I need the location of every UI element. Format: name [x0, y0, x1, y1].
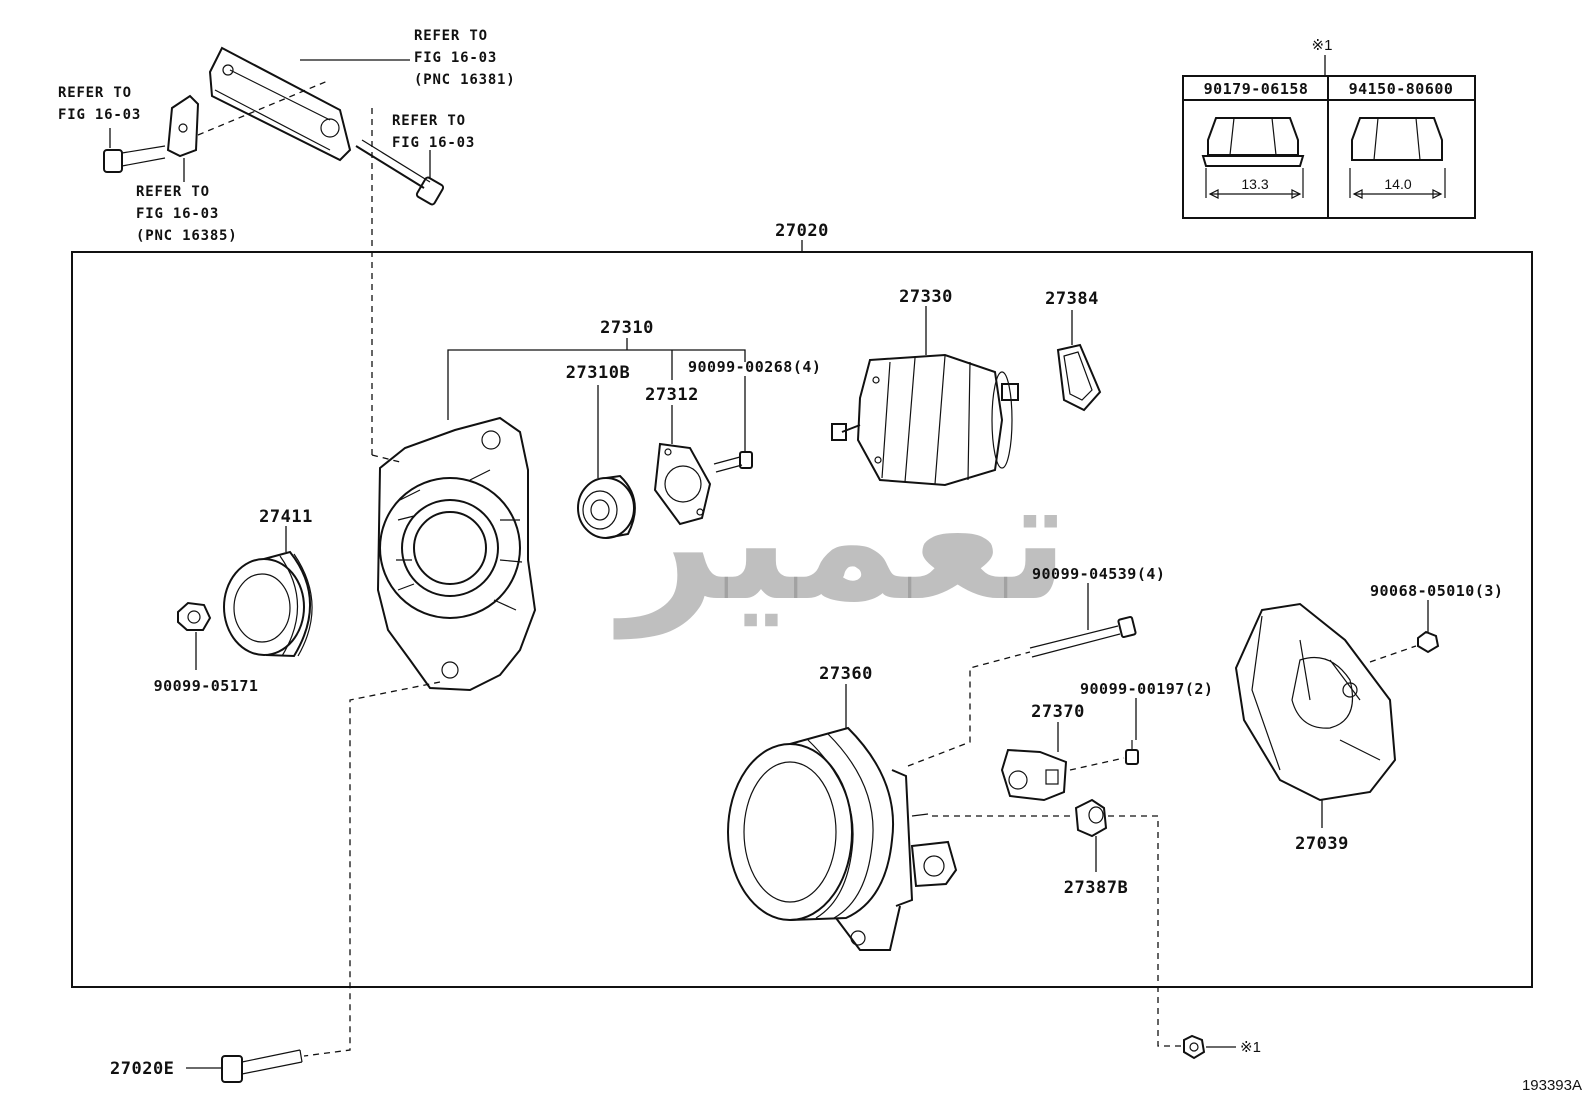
- label-27387b: 27387B: [1064, 878, 1128, 898]
- label-27411: 27411: [259, 507, 313, 527]
- bearing: [577, 474, 636, 539]
- terminal-nut-mark: ※1: [1240, 1039, 1261, 1056]
- flange-nut-2-icon: [1351, 117, 1443, 161]
- label-27384: 27384: [1045, 289, 1099, 309]
- long-pivot-bolt: [355, 139, 445, 206]
- label-90099-00197: 90099-00197(2): [1080, 680, 1213, 698]
- label-27370: 27370: [1031, 702, 1085, 722]
- label-27020: 27020: [775, 221, 829, 241]
- ref-bolt-line1: REFER TO: [392, 113, 466, 129]
- label-27310: 27310: [600, 318, 654, 338]
- label-27020e: 27020E: [110, 1059, 174, 1079]
- ref-top-line1: REFER TO: [414, 28, 488, 44]
- mounting-bolt-dashed-link: [303, 681, 441, 1057]
- bracket-bolt-left: [103, 145, 166, 173]
- ref-bracket-line1: REFER TO: [136, 184, 210, 200]
- brush-holder: [1000, 748, 1068, 802]
- label-90068-05010: 90068-05010(3): [1370, 582, 1503, 600]
- brush-holder-screw: [1125, 740, 1139, 765]
- bracket-to-frame-dash-end: [371, 454, 401, 463]
- screw-dashed-link: [1069, 757, 1125, 771]
- small-bracket: [166, 94, 200, 158]
- ref-bracket-line2: FIG 16-03: [136, 206, 219, 222]
- label-27039: 27039: [1295, 834, 1349, 854]
- note-table-col2-dim: 14.0: [1384, 176, 1411, 192]
- cover-nut: [1417, 630, 1440, 654]
- adjusting-bar-bracket: [208, 46, 352, 162]
- mounting-bolt: [221, 1049, 303, 1083]
- note-table-col1-part: 90179-06158: [1204, 80, 1309, 98]
- bearing-retainer-plate: [653, 442, 712, 526]
- ref-bolt-line2: FIG 16-03: [392, 135, 475, 151]
- ref-bracket-line3: (PNC 16385): [136, 228, 238, 244]
- ref-left-line1: REFER TO: [58, 85, 132, 101]
- note-table-col1-dim: 13.3: [1241, 176, 1268, 192]
- label-90099-00268: 90099-00268(4): [688, 358, 821, 376]
- retainer-screw: [713, 451, 753, 473]
- leader-27310-bracket: [447, 349, 746, 420]
- label-90099-05171: 90099-05171: [154, 677, 259, 695]
- ref-top-line3: (PNC 16381): [414, 72, 516, 88]
- flange-nut-1-icon: [1207, 117, 1299, 156]
- figure-code: 193393A: [1522, 1077, 1582, 1094]
- pulley-nut: [177, 601, 212, 631]
- pulley: [223, 550, 313, 658]
- terminal-nut: [1183, 1034, 1206, 1060]
- label-27360: 27360: [819, 664, 873, 684]
- label-27310b: 27310B: [566, 363, 630, 383]
- terminal-to-nut-dash: [1108, 815, 1182, 1047]
- terminal-bush: [1074, 798, 1108, 838]
- ref-left-line2: FIG 16-03: [58, 107, 141, 123]
- label-90099-04539: 90099-04539(4): [1032, 565, 1165, 583]
- bolt-dashed-link: [907, 651, 1031, 767]
- label-27312: 27312: [645, 385, 699, 405]
- cover-nut-dashed-link: [1369, 645, 1417, 663]
- through-bolt: [1029, 615, 1137, 658]
- note-table-mark: ※1: [1312, 37, 1333, 54]
- note-table-col2-part: 94150-80600: [1349, 80, 1454, 98]
- rotor-assembly: [831, 353, 1019, 487]
- terminal-insulator: [1056, 343, 1102, 412]
- rear-end-cover: [1234, 602, 1397, 802]
- label-27330: 27330: [899, 287, 953, 307]
- drive-end-frame: [376, 416, 537, 692]
- ref-top-line2: FIG 16-03: [414, 50, 497, 66]
- note-table: 90179-06158 94150-80600 13.3 14.0: [1182, 75, 1476, 219]
- bracket-dashed-link: [197, 79, 331, 136]
- stator-housing: [727, 726, 958, 951]
- watermark-text: تعمیر: [613, 441, 1070, 640]
